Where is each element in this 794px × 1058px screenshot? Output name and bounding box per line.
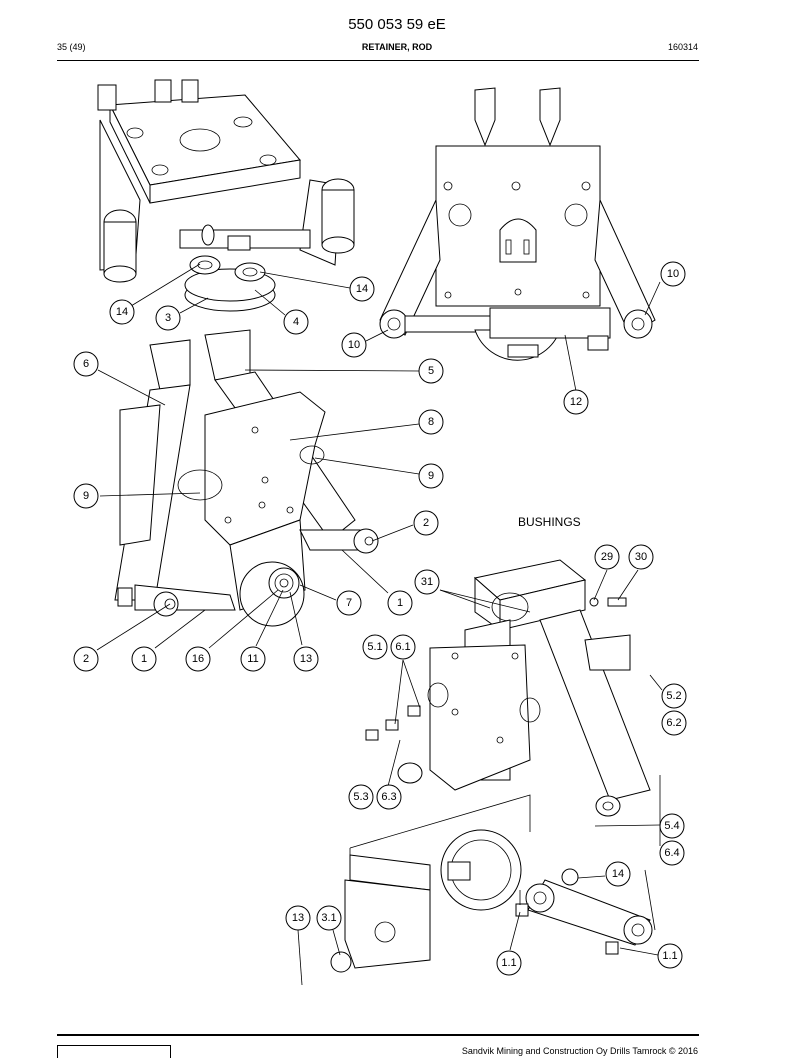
- svg-text:9: 9: [428, 470, 434, 482]
- svg-text:4: 4: [293, 316, 299, 328]
- footer-copyright: Sandvik Mining and Construction Oy Drill…: [461, 1046, 698, 1056]
- page-title: RETAINER, ROD: [361, 42, 433, 52]
- svg-text:3: 3: [165, 312, 171, 324]
- svg-text:1: 1: [397, 597, 403, 609]
- callout-9: 9: [418, 463, 444, 489]
- company-logo: [57, 1045, 171, 1058]
- callout-10: 10: [660, 261, 686, 287]
- callout-5-1: 5.1: [362, 634, 388, 660]
- callout-5-3: 5.3: [348, 784, 374, 810]
- svg-text:2: 2: [83, 653, 89, 665]
- callout-16: 16: [185, 646, 211, 672]
- callout-5-4: 5.4: [659, 813, 685, 839]
- svg-text:2: 2: [423, 517, 429, 529]
- callout-13: 13: [293, 646, 319, 672]
- svg-text:9: 9: [83, 490, 89, 502]
- page-number: 35 (49): [57, 42, 86, 52]
- callout-2: 2: [413, 510, 439, 536]
- callout-11: 11: [240, 646, 266, 672]
- callout-2: 2: [73, 646, 99, 672]
- svg-text:11: 11: [247, 653, 258, 665]
- svg-text:10: 10: [667, 268, 679, 280]
- footer-rule: [57, 1034, 699, 1036]
- callout-4: 4: [283, 309, 309, 335]
- svg-text:5.3: 5.3: [353, 791, 368, 803]
- middle-left-assembly: [114, 329, 379, 627]
- top-left-assembly: [97, 79, 355, 312]
- svg-text:1: 1: [141, 653, 147, 665]
- callout-13: 13: [285, 905, 311, 931]
- svg-text:12: 12: [570, 396, 582, 408]
- callout-29: 29: [594, 544, 620, 570]
- svg-text:7: 7: [346, 597, 352, 609]
- callout-31: 31: [414, 569, 440, 595]
- callout-3: 3: [155, 305, 181, 331]
- svg-text:6.2: 6.2: [666, 717, 681, 729]
- callout-5-2: 5.2: [661, 683, 687, 709]
- svg-text:10: 10: [348, 339, 360, 351]
- svg-text:5.2: 5.2: [666, 690, 681, 702]
- svg-text:5.1: 5.1: [367, 641, 382, 653]
- callout-6-2: 6.2: [661, 710, 687, 736]
- svg-text:6.4: 6.4: [664, 847, 679, 859]
- callout-1-1: 1.1: [657, 943, 683, 969]
- svg-text:6: 6: [83, 358, 89, 370]
- svg-text:1.1: 1.1: [501, 957, 516, 969]
- callout-6-1: 6.1: [390, 634, 416, 660]
- svg-text:16: 16: [192, 653, 204, 665]
- svg-text:13: 13: [300, 653, 312, 665]
- callout-7: 7: [336, 590, 362, 616]
- svg-text:14: 14: [356, 283, 368, 295]
- callout-10: 10: [341, 332, 367, 358]
- svg-text:14: 14: [612, 868, 624, 880]
- top-right-assembly: [379, 87, 656, 361]
- svg-text:1.1: 1.1: [662, 950, 677, 962]
- bushings-assembly: [330, 559, 656, 973]
- callout-1: 1: [131, 646, 157, 672]
- callout-3-1: 3.1: [316, 905, 342, 931]
- svg-text:31: 31: [421, 576, 433, 588]
- svg-text:13: 13: [292, 912, 304, 924]
- svg-text:5.4: 5.4: [664, 820, 679, 832]
- callout-30: 30: [628, 544, 654, 570]
- callout-5: 5: [418, 358, 444, 384]
- callout-14: 14: [605, 861, 631, 887]
- svg-text:14: 14: [116, 306, 128, 318]
- svg-text:3.1: 3.1: [321, 912, 336, 924]
- svg-text:29: 29: [601, 551, 613, 563]
- svg-text:8: 8: [428, 416, 434, 428]
- callout-14: 14: [109, 299, 135, 325]
- callout-1-1: 1.1: [496, 950, 522, 976]
- svg-text:5: 5: [428, 365, 434, 377]
- svg-text:6.3: 6.3: [381, 791, 396, 803]
- leader-lines: [96, 263, 663, 986]
- callout-1: 1: [387, 590, 413, 616]
- callout-6-3: 6.3: [376, 784, 402, 810]
- callout-6-4: 6.4: [659, 840, 685, 866]
- callout-12: 12: [563, 389, 589, 415]
- svg-text:30: 30: [635, 551, 647, 563]
- document-date: 160314: [667, 42, 698, 52]
- svg-text:6.1: 6.1: [395, 641, 410, 653]
- callout-9: 9: [73, 483, 99, 509]
- bushings-section-label: BUSHINGS: [518, 515, 581, 529]
- document-number: 550 053 59 eE: [348, 16, 446, 33]
- header-rule: [57, 60, 699, 61]
- callout-6: 6: [73, 351, 99, 377]
- callout-14: 14: [349, 276, 375, 302]
- callout-8: 8: [418, 409, 444, 435]
